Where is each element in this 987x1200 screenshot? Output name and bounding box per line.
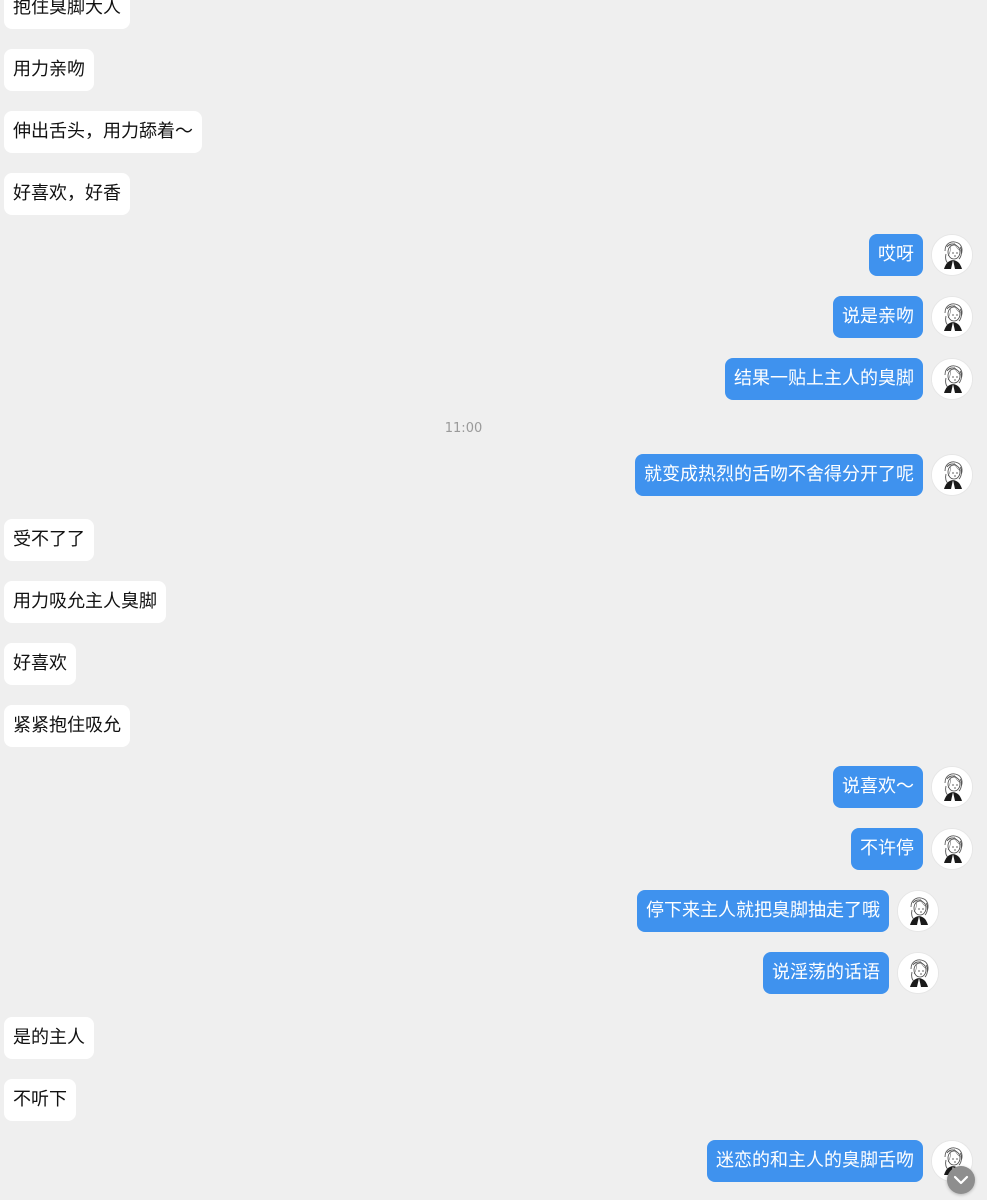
message-bubble[interactable]: 紧紧抱住吸允 — [4, 705, 130, 747]
message-bubble[interactable]: 用力吸允主人臭脚 — [4, 581, 166, 623]
incoming-message: 抱住臭脚大人 — [4, 0, 130, 29]
incoming-message: 用力吸允主人臭脚 — [4, 581, 166, 623]
sender-avatar[interactable] — [931, 296, 973, 338]
chevron-down-icon — [953, 1175, 969, 1185]
message-bubble[interactable]: 用力亲吻 — [4, 49, 94, 91]
incoming-message: 不听下 — [4, 1079, 76, 1121]
message-bubble[interactable]: 哎呀 — [869, 234, 923, 276]
chat-timestamp: 11:00 — [444, 421, 483, 436]
outgoing-message: 说喜欢～ — [833, 766, 973, 808]
incoming-message: 用力亲吻 — [4, 49, 94, 91]
message-bubble[interactable]: 结果一贴上主人的臭脚 — [725, 358, 923, 400]
outgoing-message: 结果一贴上主人的臭脚 — [725, 358, 973, 400]
sender-avatar[interactable] — [931, 766, 973, 808]
message-bubble[interactable]: 不许停 — [851, 828, 923, 870]
outgoing-message: 哎呀 — [869, 234, 973, 276]
message-bubble[interactable]: 是的主人 — [4, 1017, 94, 1059]
incoming-message: 好喜欢，好香 — [4, 173, 130, 215]
incoming-message: 好喜欢 — [4, 643, 76, 685]
message-bubble[interactable]: 受不了了 — [4, 519, 94, 561]
outgoing-message: 迷恋的和主人的臭脚舌吻 — [707, 1140, 973, 1182]
sender-avatar[interactable] — [931, 358, 973, 400]
message-bubble[interactable]: 好喜欢，好香 — [4, 173, 130, 215]
message-bubble[interactable]: 迷恋的和主人的臭脚舌吻 — [707, 1140, 923, 1182]
message-bubble[interactable]: 不听下 — [4, 1079, 76, 1121]
incoming-message: 受不了了 — [4, 519, 94, 561]
incoming-message: 是的主人 — [4, 1017, 94, 1059]
outgoing-message: 说淫荡的话语 — [763, 952, 939, 994]
message-bubble[interactable]: 说是亲吻 — [833, 296, 923, 338]
message-bubble[interactable]: 好喜欢 — [4, 643, 76, 685]
sender-avatar[interactable] — [897, 952, 939, 994]
outgoing-message: 不许停 — [851, 828, 973, 870]
message-bubble[interactable]: 就变成热烈的舌吻不舍得分开了呢 — [635, 454, 923, 496]
message-bubble[interactable]: 说淫荡的话语 — [763, 952, 889, 994]
sender-avatar[interactable] — [931, 828, 973, 870]
outgoing-message: 就变成热烈的舌吻不舍得分开了呢 — [635, 454, 973, 496]
message-bubble[interactable]: 停下来主人就把臭脚抽走了哦 — [637, 890, 889, 932]
sender-avatar[interactable] — [931, 234, 973, 276]
sender-avatar[interactable] — [931, 454, 973, 496]
outgoing-message: 停下来主人就把臭脚抽走了哦 — [637, 890, 939, 932]
sender-avatar[interactable] — [897, 890, 939, 932]
message-bubble[interactable]: 抱住臭脚大人 — [4, 0, 130, 29]
message-bubble[interactable]: 说喜欢～ — [833, 766, 923, 808]
scroll-to-bottom-button[interactable] — [947, 1166, 975, 1194]
outgoing-message: 说是亲吻 — [833, 296, 973, 338]
message-bubble[interactable]: 伸出舌头，用力舔着～ — [4, 111, 202, 153]
incoming-message: 伸出舌头，用力舔着～ — [4, 111, 202, 153]
incoming-message: 紧紧抱住吸允 — [4, 705, 130, 747]
